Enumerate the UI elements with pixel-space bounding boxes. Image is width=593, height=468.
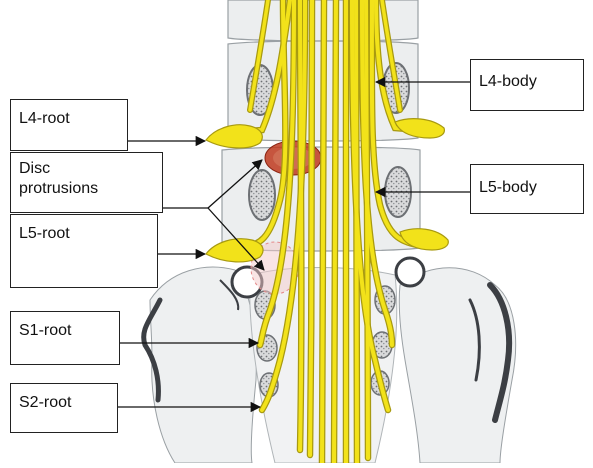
l5-left-ganglion: [206, 239, 263, 262]
right-sacroiliac-joint: [396, 258, 424, 286]
pelvis: [144, 258, 516, 463]
label-l5-root-text: L5-root: [19, 224, 149, 244]
l5-left-pedicle: [249, 170, 275, 220]
label-s1-root-text: S1-root: [19, 321, 111, 341]
l4-left-ganglion: [206, 125, 262, 148]
label-l5-body-text: L5-body: [479, 178, 575, 198]
label-disc-line2: protrusions: [19, 179, 154, 199]
label-s1-root: S1-root: [10, 311, 120, 365]
label-l5-body: L5-body: [470, 164, 584, 214]
label-s2-root-text: S2-root: [19, 393, 109, 413]
label-l4-root: L4-root: [10, 99, 128, 151]
label-disc-protrusions: Disc protrusions: [10, 152, 163, 213]
label-disc-line1: Disc: [19, 159, 154, 179]
label-s2-root: S2-root: [10, 383, 118, 433]
label-l4-body-text: L4-body: [479, 72, 575, 92]
label-l4-root-text: L4-root: [19, 109, 119, 129]
label-l5-root: L5-root: [10, 214, 158, 288]
label-l4-body: L4-body: [470, 59, 584, 111]
